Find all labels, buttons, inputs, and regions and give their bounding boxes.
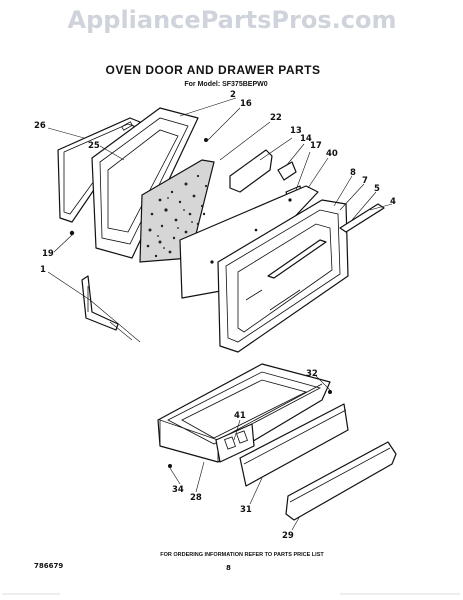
label-part-40: 40 — [326, 149, 338, 159]
label-part-8: 8 — [350, 168, 356, 178]
label-part-13: 13 — [290, 126, 302, 136]
label-part-5: 5 — [374, 184, 380, 194]
label-part-29: 29 — [282, 531, 294, 541]
label-part-32: 32 — [306, 369, 318, 379]
part-28-drawer-body — [157, 363, 331, 463]
part-7-handle — [267, 239, 327, 279]
label-part-1: 1 — [40, 265, 46, 275]
ordering-info-note: FOR ORDERING INFORMATION REFER TO PARTS … — [160, 552, 324, 558]
part-22-insulation — [139, 159, 215, 263]
label-part-17: 17 — [310, 141, 322, 151]
diagram-title: OVEN DOOR AND DRAWER PARTS — [105, 63, 320, 77]
label-part-22: 22 — [270, 113, 282, 123]
watermark-text: AppliancePartsPros.com — [68, 6, 397, 34]
model-subtitle: For Model: SF375BEPW0 — [184, 81, 267, 88]
part-29-kick-panel — [285, 441, 397, 521]
part-5-handle-bar — [339, 203, 385, 233]
leader-lines — [47, 97, 393, 531]
label-part-2: 2 — [230, 90, 236, 100]
page-number: 8 — [226, 564, 231, 572]
label-part-41: 41 — [234, 411, 246, 421]
part-32-screw — [328, 390, 332, 394]
part-13-bracket — [229, 149, 273, 193]
label-part-14: 14 — [300, 134, 312, 144]
document-number: 786679 — [34, 562, 63, 570]
label-part-31: 31 — [240, 505, 252, 515]
part-1-hinge — [81, 275, 119, 331]
label-part-7: 7 — [362, 176, 368, 186]
label-part-4: 4 — [390, 197, 396, 207]
label-part-19: 19 — [42, 249, 54, 259]
label-part-34: 34 — [172, 485, 184, 495]
part-31-drawer-front — [239, 403, 349, 487]
label-part-16: 16 — [240, 99, 252, 109]
part-34-screw — [168, 464, 172, 468]
label-part-25: 25 — [88, 141, 100, 151]
part-8-outer-door — [217, 199, 349, 353]
part-16-screw — [204, 138, 208, 142]
part-41-slide-bracket — [215, 423, 255, 463]
part-number-labels: 2 16 26 22 13 14 25 17 40 8 7 5 4 19 1 3… — [34, 90, 396, 541]
label-part-26: 26 — [34, 121, 46, 131]
label-part-28: 28 — [190, 493, 202, 503]
part-19-screw — [69, 230, 75, 236]
